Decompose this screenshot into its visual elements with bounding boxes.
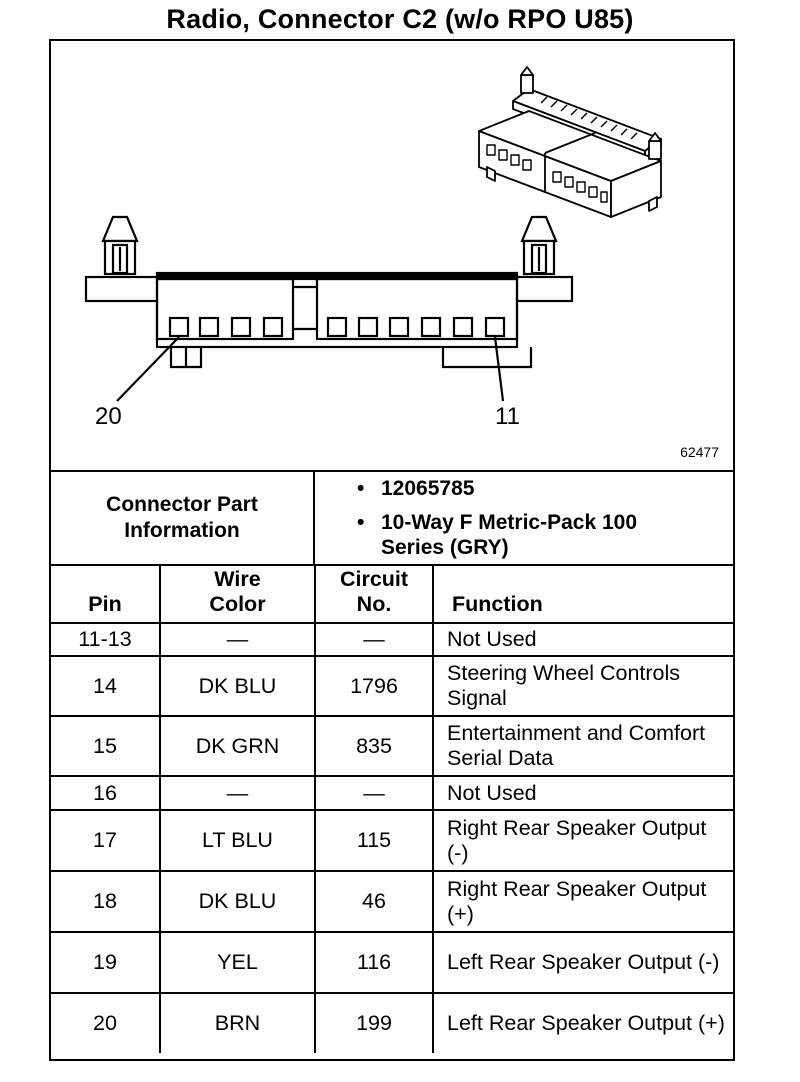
cell-function: Left Rear Speaker Output (-) [432,931,733,994]
cell-function: Not Used [432,622,733,657]
left-latch-post [101,215,139,276]
cell-pin: 14 [51,655,161,717]
cell-pin: 17 [51,809,161,872]
table-row: 18 DK BLU 46 Right Rear Speaker Output (… [51,870,733,933]
pin-20-leader [116,336,180,402]
connector-isometric-view [478,66,662,218]
cell-circuit: 116 [314,931,434,994]
cell-circuit: 46 [314,870,434,933]
cell-function: Entertainment and Comfort Serial Data [432,715,733,777]
cell-wire-color: LT BLU [159,809,316,872]
table-header-row: Pin Wire Color Circuit No. Function [51,565,733,624]
cell-pin: 19 [51,931,161,994]
cell-pin: 20 [51,992,161,1053]
drawing-number: 62477 [680,444,719,460]
cell-circuit: — [314,622,434,657]
cell-pin: 16 [51,775,161,811]
cell-wire-color: DK GRN [159,715,316,777]
header-circuit-no: Circuit No. [314,565,434,624]
connector-part-info: Connector Part Information 12065785 10-W… [51,472,733,566]
pin-label-20: 20 [95,403,122,430]
pin-label-11: 11 [495,403,520,430]
page-title: Radio, Connector C2 (w/o RPO U85) [166,4,634,34]
cell-function: Right Rear Speaker Output (-) [432,809,733,872]
cell-wire-color: DK BLU [159,655,316,717]
connector-diagram: 20 11 62477 [51,41,733,472]
pin-11-leader [493,336,505,402]
cell-pin: 11-13 [51,622,161,657]
part-number: 12065785 [315,476,733,501]
connector-illustration [84,66,662,402]
cell-circuit: 199 [314,992,434,1053]
cell-wire-color: DK BLU [159,870,316,933]
cell-wire-color: YEL [159,931,316,994]
cell-function: Right Rear Speaker Output (+) [432,870,733,933]
cell-pin: 15 [51,715,161,777]
cell-function: Not Used [432,775,733,811]
header-wire-color: Wire Color [159,565,316,624]
table-row: 20 BRN 199 Left Rear Speaker Output (+) [51,992,733,1053]
cell-circuit: 1796 [314,655,434,717]
right-latch-post [520,215,558,276]
table-row: 19 YEL 116 Left Rear Speaker Output (-) [51,931,733,994]
pinout-table: Pin Wire Color Circuit No. Function 11-1… [51,565,733,1053]
pin-cavities [168,316,506,338]
cell-pin: 18 [51,870,161,933]
table-row: 15 DK GRN 835 Entertainment and Comfort … [51,715,733,777]
header-pin: Pin [51,565,161,624]
connector-part-info-label: Connector Part Information [51,472,315,564]
table-row: 14 DK BLU 1796 Steering Wheel Controls S… [51,655,733,717]
header-function: Function [432,565,733,624]
part-description: 10-Way F Metric-Pack 100 Series (GRY) [315,510,681,560]
table-row: 17 LT BLU 115 Right Rear Speaker Output … [51,809,733,872]
cell-circuit: — [314,775,434,811]
connector-part-info-list: 12065785 10-Way F Metric-Pack 100 Series… [315,472,733,564]
cell-wire-color: — [159,622,316,657]
cell-function: Left Rear Speaker Output (+) [432,992,733,1053]
cell-circuit: 835 [314,715,434,777]
cell-circuit: 115 [314,809,434,872]
table-row: 11-13 — — Not Used [51,622,733,657]
cell-function: Steering Wheel Controls Signal [432,655,733,717]
table-row: 16 — — Not Used [51,775,733,811]
connector-sheet: 20 11 62477 Connector Part Information 1… [49,39,735,1061]
cell-wire-color: BRN [159,992,316,1053]
cell-wire-color: — [159,775,316,811]
